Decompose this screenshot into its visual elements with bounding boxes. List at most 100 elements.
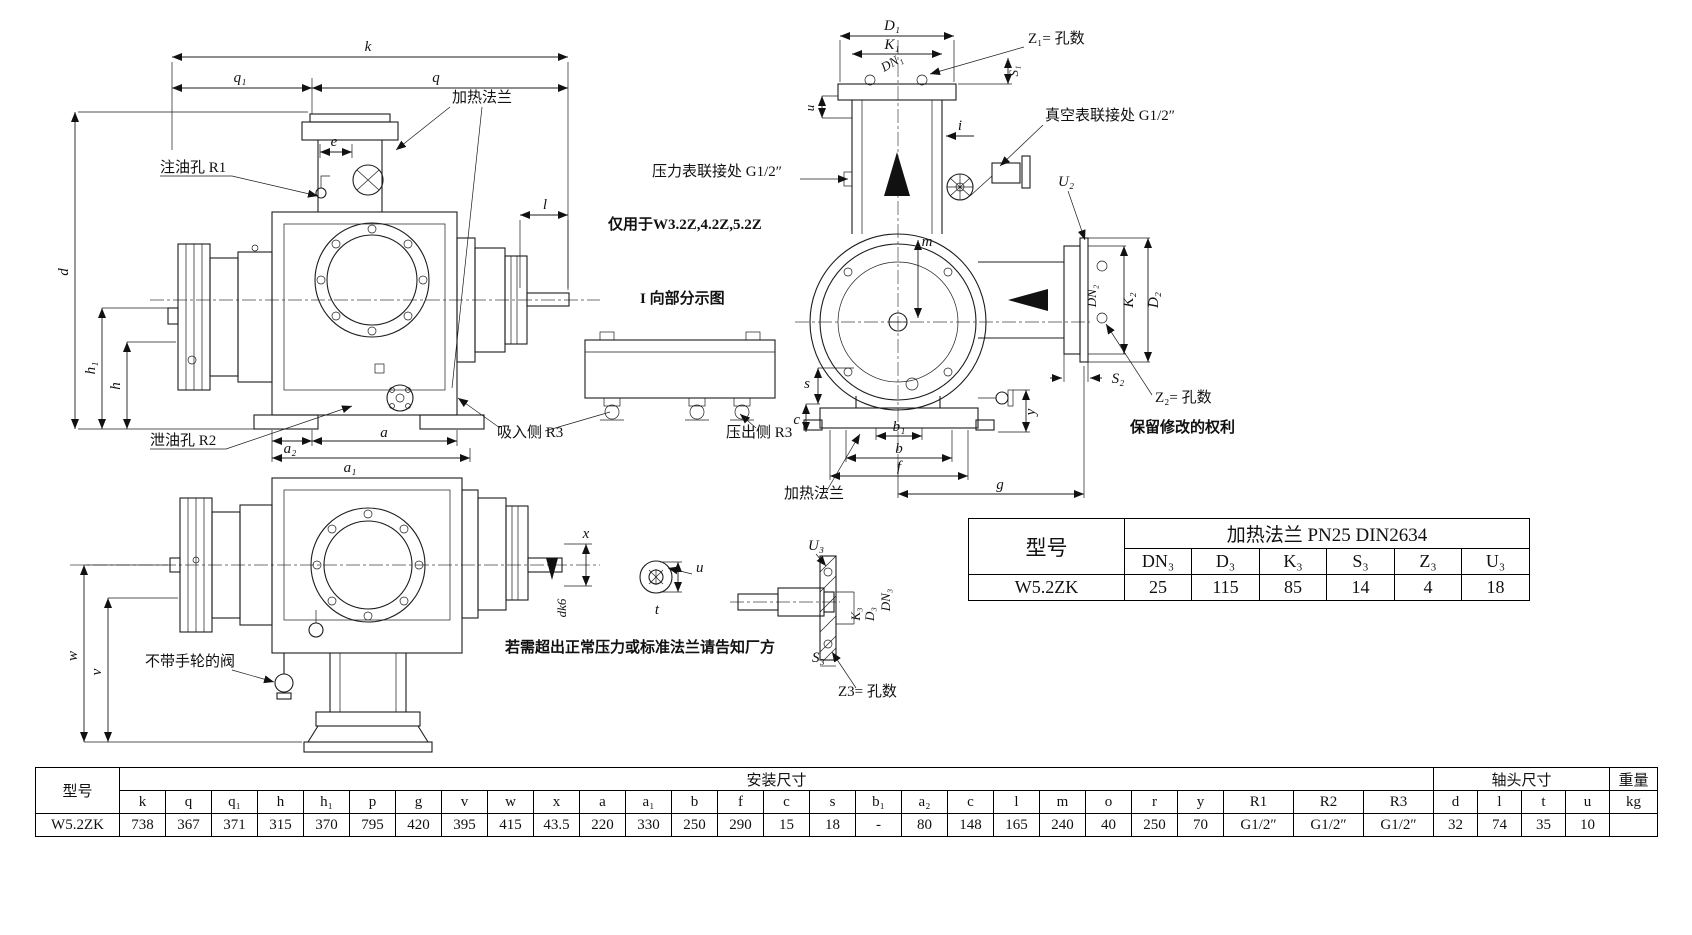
label-oil-drain: 泄油孔 R2 bbox=[150, 432, 216, 449]
technical-drawing: k q₁ q e l d h₁ h a₂ a a₁ 注油孔 R1 加热法兰 泄油… bbox=[56, 18, 1235, 753]
cell-value: 43.5 bbox=[533, 813, 580, 837]
detail-views: t u U₃ K₃ D₃ DN₃ S₃ Z3= 孔数 若需超出正常压力或标准法兰… bbox=[504, 538, 897, 700]
col-header: b bbox=[671, 790, 718, 814]
dim-U2: U₂ bbox=[1058, 174, 1074, 190]
col-header: d bbox=[1433, 790, 1478, 814]
dim-u-top: u bbox=[802, 104, 817, 111]
col-header: f bbox=[717, 790, 764, 814]
cell-value: 148 bbox=[947, 813, 994, 837]
label-Z2-holes: Z₂= 孔数 bbox=[1155, 389, 1212, 406]
dim-a2: a₂ bbox=[284, 441, 297, 457]
flange-value: 4 bbox=[1394, 574, 1462, 601]
dim-DN2: DN₂ bbox=[1084, 284, 1099, 308]
dim-K1: K₁ bbox=[883, 37, 899, 53]
col-header: v bbox=[441, 790, 488, 814]
col-header: s bbox=[809, 790, 856, 814]
cell-value: 795 bbox=[349, 813, 396, 837]
dim-S1: S₁ bbox=[1006, 65, 1021, 76]
dim-t: t bbox=[655, 602, 660, 618]
model-value: W5.2ZK bbox=[35, 813, 120, 837]
dim-U3: U₃ bbox=[808, 538, 824, 554]
dim-b1: b₁ bbox=[893, 419, 906, 435]
flange-value: 85 bbox=[1259, 574, 1327, 601]
side-view-top: k q₁ q e l d h₁ h a₂ a a₁ 注油孔 R1 加热法兰 泄油… bbox=[56, 39, 792, 476]
cell-value: 420 bbox=[395, 813, 442, 837]
dim-DN3: DN₃ bbox=[878, 589, 893, 613]
label-oil-fill: 注油孔 R1 bbox=[160, 159, 226, 176]
dim-D2: D₂ bbox=[1146, 292, 1162, 309]
heating-flange-table: 型号 加热法兰 PN25 DIN2634 DN₃ D₃ K₃ S₃ Z₃ U₃ … bbox=[968, 518, 1530, 601]
cell-value: 35 bbox=[1521, 813, 1566, 837]
col-header: h bbox=[257, 790, 304, 814]
col-header: u bbox=[1565, 790, 1610, 814]
dim-f: f bbox=[897, 459, 903, 475]
dim-q1: q₁ bbox=[234, 70, 247, 86]
dim-D1: D₁ bbox=[883, 18, 900, 34]
col-header: R1 bbox=[1223, 790, 1294, 814]
note-only-for: 仅用于W3.2Z,4.2Z,5.2Z bbox=[607, 215, 762, 233]
table-row: W5.2ZK 738 367 371 315 370 795 420 395 4… bbox=[35, 813, 1658, 837]
dim-g: g bbox=[996, 477, 1004, 493]
col-header: h₁ bbox=[303, 790, 350, 814]
dim-dk6: dk6 bbox=[554, 598, 569, 617]
flange-col: DN₃ bbox=[1124, 548, 1192, 575]
cell-value: 250 bbox=[1131, 813, 1178, 837]
table-model-header: 型号 bbox=[35, 767, 120, 814]
dim-s: s bbox=[804, 376, 810, 392]
cell-value: 371 bbox=[211, 813, 258, 837]
cell-value: 367 bbox=[165, 813, 212, 837]
dim-k: k bbox=[365, 39, 372, 55]
col-header: m bbox=[1039, 790, 1086, 814]
dim-d: d bbox=[56, 268, 72, 276]
end-view: D₁ K₁ Z₁= 孔数 S₁ DN₁ u i m 真空表联接处 G1/2″ 压… bbox=[652, 18, 1235, 502]
dim-K3: K₃ bbox=[848, 607, 863, 621]
note-partial-view: I 向部分示图 bbox=[640, 289, 725, 307]
dim-b: b bbox=[895, 441, 903, 457]
cell-value: 10 bbox=[1565, 813, 1610, 837]
flange-table-model-header: 型号 bbox=[968, 518, 1125, 575]
cell-value: 18 bbox=[809, 813, 856, 837]
dim-y: y bbox=[1023, 408, 1039, 417]
partial-view: 仅用于W3.2Z,4.2Z,5.2Z I 向部分示图 bbox=[584, 215, 776, 421]
col-header: R2 bbox=[1293, 790, 1364, 814]
col-header: kg bbox=[1609, 790, 1658, 814]
table-shaft-header: 轴头尺寸 bbox=[1433, 767, 1610, 791]
col-header: l bbox=[1477, 790, 1522, 814]
col-header: c bbox=[763, 790, 810, 814]
dim-h: h bbox=[108, 382, 124, 390]
col-header: k bbox=[119, 790, 166, 814]
cell-value: 395 bbox=[441, 813, 488, 837]
table-install-header: 安装尺寸 bbox=[119, 767, 1434, 791]
dim-i: i bbox=[958, 118, 962, 134]
cell-value: 74 bbox=[1477, 813, 1522, 837]
label-discharge: 压出侧 R3 bbox=[726, 424, 792, 441]
cell-value: 15 bbox=[763, 813, 810, 837]
cell-value: 330 bbox=[625, 813, 672, 837]
cell-value: G1/2″ bbox=[1293, 813, 1364, 837]
dim-e: e bbox=[331, 134, 338, 150]
cell-value: 70 bbox=[1177, 813, 1224, 837]
flange-col: S₃ bbox=[1326, 548, 1395, 575]
flange-value: 115 bbox=[1191, 574, 1260, 601]
cell-value: 165 bbox=[993, 813, 1040, 837]
dim-m: m bbox=[922, 234, 933, 250]
flange-value: 14 bbox=[1326, 574, 1395, 601]
col-header: a bbox=[579, 790, 626, 814]
cell-value: 80 bbox=[901, 813, 948, 837]
col-header: g bbox=[395, 790, 442, 814]
cell-value: G1/2″ bbox=[1223, 813, 1294, 837]
col-header: q₁ bbox=[211, 790, 258, 814]
flange-value: 25 bbox=[1124, 574, 1192, 601]
col-header: a₁ bbox=[625, 790, 672, 814]
dimension-table: 型号 安装尺寸 轴头尺寸 重量 k q q₁ h h₁ p g v w x a … bbox=[35, 767, 1658, 837]
cell-value: 370 bbox=[303, 813, 350, 837]
col-header: o bbox=[1085, 790, 1132, 814]
dim-S3: S₃ bbox=[812, 650, 825, 666]
flange-value: 18 bbox=[1461, 574, 1530, 601]
label-heating-flange-top: 加热法兰 bbox=[452, 89, 512, 106]
cell-value: 738 bbox=[119, 813, 166, 837]
dim-l: l bbox=[543, 197, 547, 213]
cell-value: 415 bbox=[487, 813, 534, 837]
table-weight-header: 重量 bbox=[1609, 767, 1658, 791]
